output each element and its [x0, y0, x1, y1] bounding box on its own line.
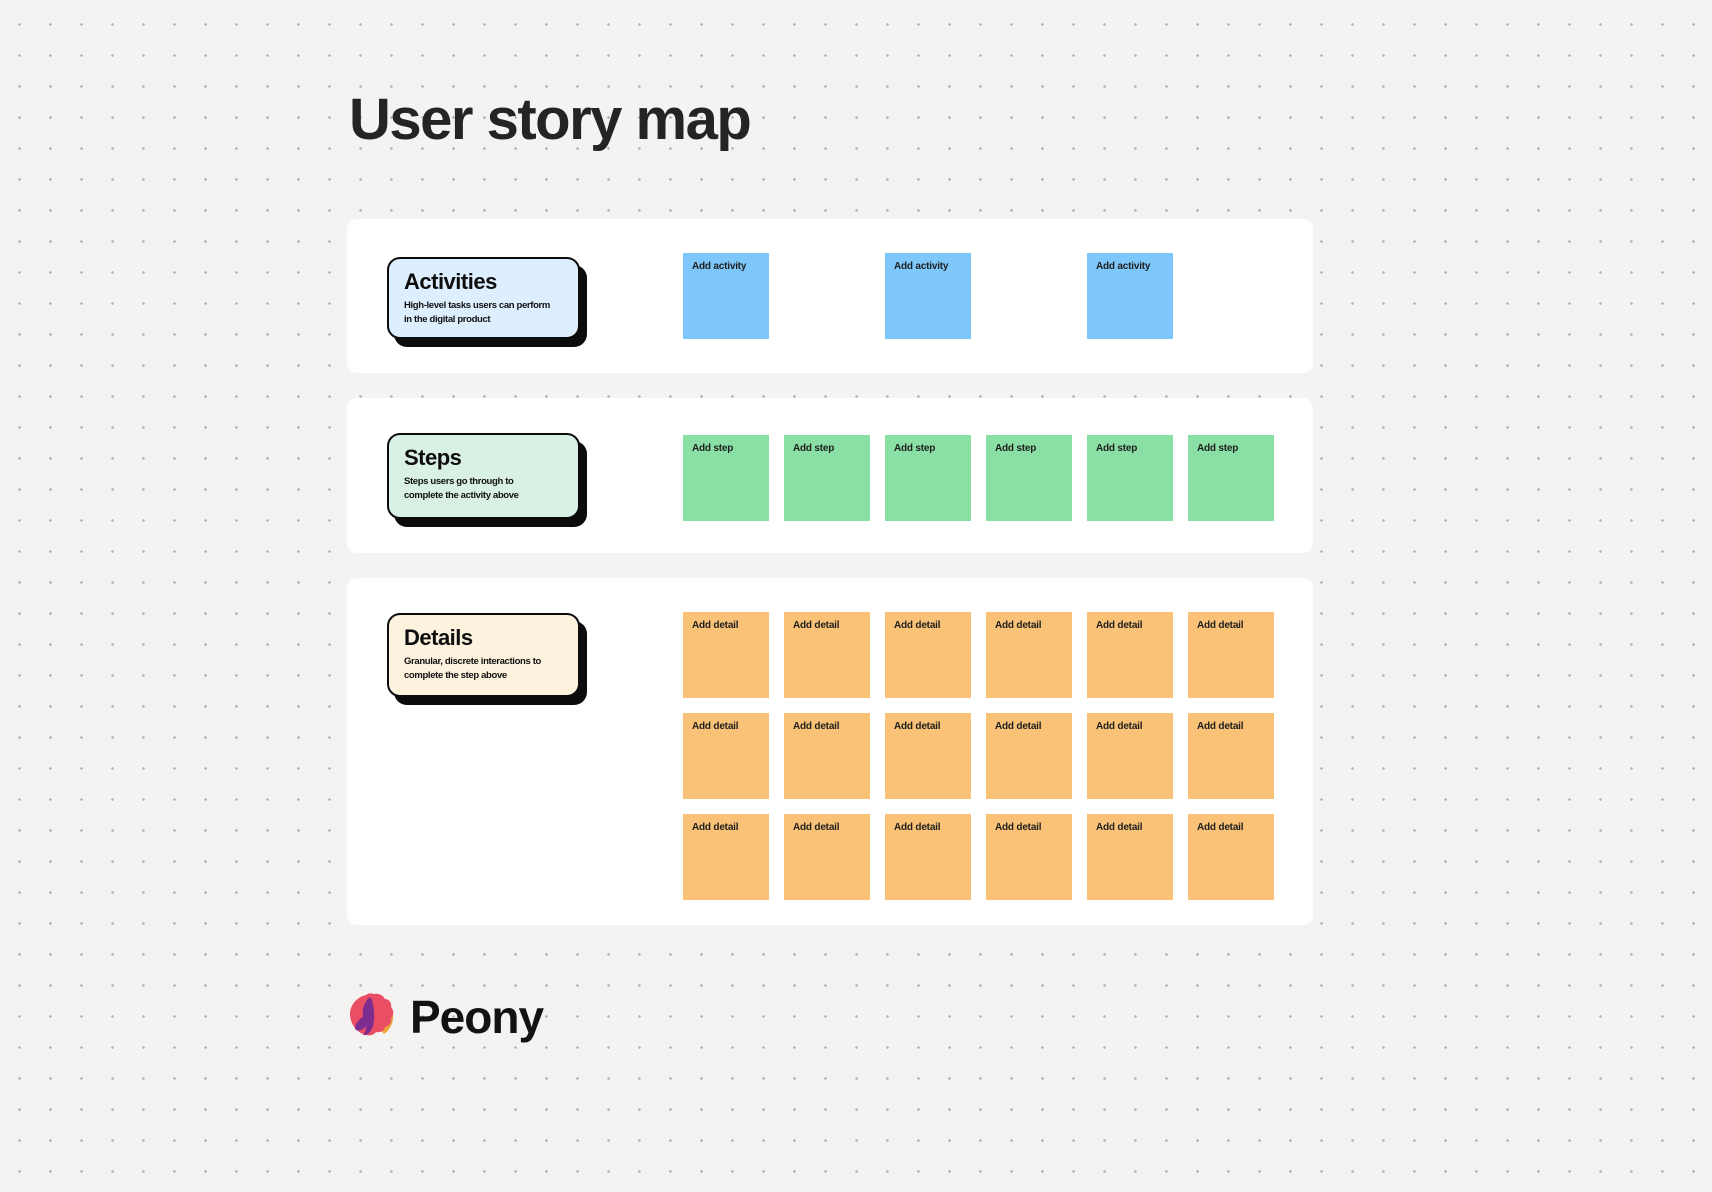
details-card-title: Details — [404, 625, 473, 650]
steps-legend-card[interactable]: Steps Steps users go through to complete… — [387, 433, 580, 519]
brand-logo: Peony — [347, 991, 544, 1043]
add-detail-note[interactable]: Add detail — [784, 814, 870, 900]
add-detail-note[interactable]: Add detail — [784, 612, 870, 698]
add-detail-note[interactable]: Add detail — [986, 612, 1072, 698]
add-detail-note[interactable]: Add detail — [885, 612, 971, 698]
add-detail-note[interactable]: Add detail — [683, 713, 769, 799]
steps-row: Steps Steps users go through to complete… — [347, 398, 1313, 553]
add-detail-note[interactable]: Add detail — [1188, 713, 1274, 799]
steps-card-title: Steps — [404, 445, 462, 470]
add-step-note[interactable]: Add step — [885, 435, 971, 521]
details-legend-card[interactable]: Details Granular, discrete interactions … — [387, 613, 580, 697]
steps-notes-grid: Add step Add step Add step Add step Add … — [683, 435, 1274, 521]
activities-row: Activities High-level tasks users can pe… — [347, 219, 1313, 373]
activities-notes-grid: Add activity Add activity Add activity — [683, 253, 1274, 339]
add-step-note[interactable]: Add step — [784, 435, 870, 521]
add-detail-note[interactable]: Add detail — [1188, 814, 1274, 900]
add-detail-note[interactable]: Add detail — [885, 814, 971, 900]
add-detail-note[interactable]: Add detail — [1087, 814, 1173, 900]
add-detail-note[interactable]: Add detail — [1188, 612, 1274, 698]
activities-card-description: High-level tasks users can perform in th… — [404, 300, 550, 325]
add-detail-note[interactable]: Add detail — [683, 612, 769, 698]
add-detail-note[interactable]: Add detail — [683, 814, 769, 900]
page-title: User story map — [349, 87, 752, 152]
steps-card-description: Steps users go through to complete the a… — [404, 476, 519, 501]
add-activity-note[interactable]: Add activity — [885, 253, 971, 339]
add-detail-note[interactable]: Add detail — [784, 713, 870, 799]
add-detail-note[interactable]: Add detail — [986, 713, 1072, 799]
activities-card-title: Activities — [404, 269, 497, 294]
details-card-description: Granular, discrete interactions to compl… — [404, 656, 541, 681]
add-detail-note[interactable]: Add detail — [885, 713, 971, 799]
add-detail-note[interactable]: Add detail — [986, 814, 1072, 900]
add-step-note[interactable]: Add step — [683, 435, 769, 521]
brand-name: Peony — [410, 991, 544, 1043]
add-step-note[interactable]: Add step — [986, 435, 1072, 521]
add-step-note[interactable]: Add step — [1188, 435, 1274, 521]
add-detail-note[interactable]: Add detail — [1087, 713, 1173, 799]
activities-legend-card[interactable]: Activities High-level tasks users can pe… — [387, 257, 580, 339]
add-activity-note[interactable]: Add activity — [683, 253, 769, 339]
add-activity-note[interactable]: Add activity — [1087, 253, 1173, 339]
peony-flower-icon — [350, 993, 394, 1036]
details-notes-grid: Add detail Add detail Add detail Add det… — [683, 612, 1274, 900]
details-row: Details Granular, discrete interactions … — [347, 578, 1313, 925]
add-detail-note[interactable]: Add detail — [1087, 612, 1173, 698]
add-step-note[interactable]: Add step — [1087, 435, 1173, 521]
